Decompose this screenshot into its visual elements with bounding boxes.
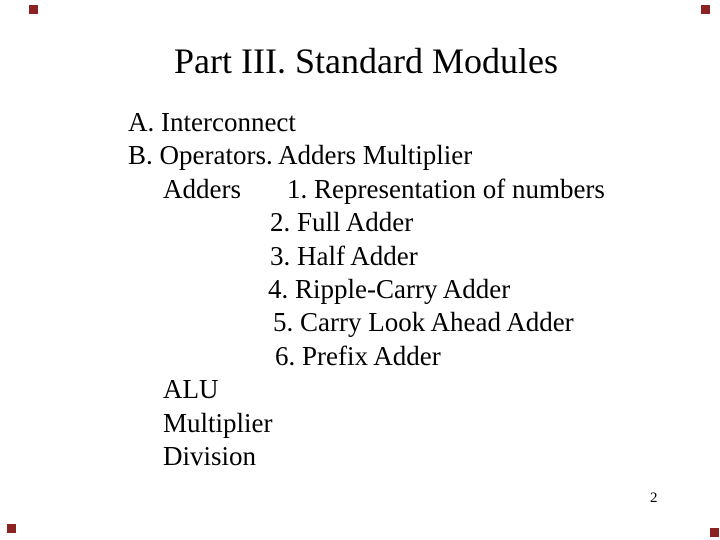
- outline-line: 6. Prefix Adder: [275, 341, 441, 371]
- outline-line: 2. Full Adder: [270, 207, 414, 237]
- slide-title: Part III. Standard Modules: [174, 41, 558, 81]
- outline-line: B. Operators. Adders Multiplier: [128, 140, 473, 170]
- corner-marker-icon: [701, 5, 710, 14]
- outline-line: 4. Ripple-Carry Adder: [268, 274, 511, 304]
- outline-line: 1. Representation of numbers: [287, 174, 605, 204]
- outline-line: Division: [163, 441, 257, 471]
- corner-marker-icon: [710, 528, 719, 537]
- corner-marker-icon: [29, 5, 38, 14]
- outline-line: 5. Carry Look Ahead Adder: [273, 307, 574, 337]
- outline-line: Adders: [163, 174, 241, 204]
- outline-line: Multiplier: [163, 408, 273, 438]
- outline-line: ALU: [163, 374, 219, 404]
- outline-line: 3. Half Adder: [270, 241, 418, 271]
- corner-marker-icon: [7, 524, 16, 533]
- outline-line: A. Interconnect: [128, 107, 296, 137]
- page-number: 2: [650, 490, 658, 506]
